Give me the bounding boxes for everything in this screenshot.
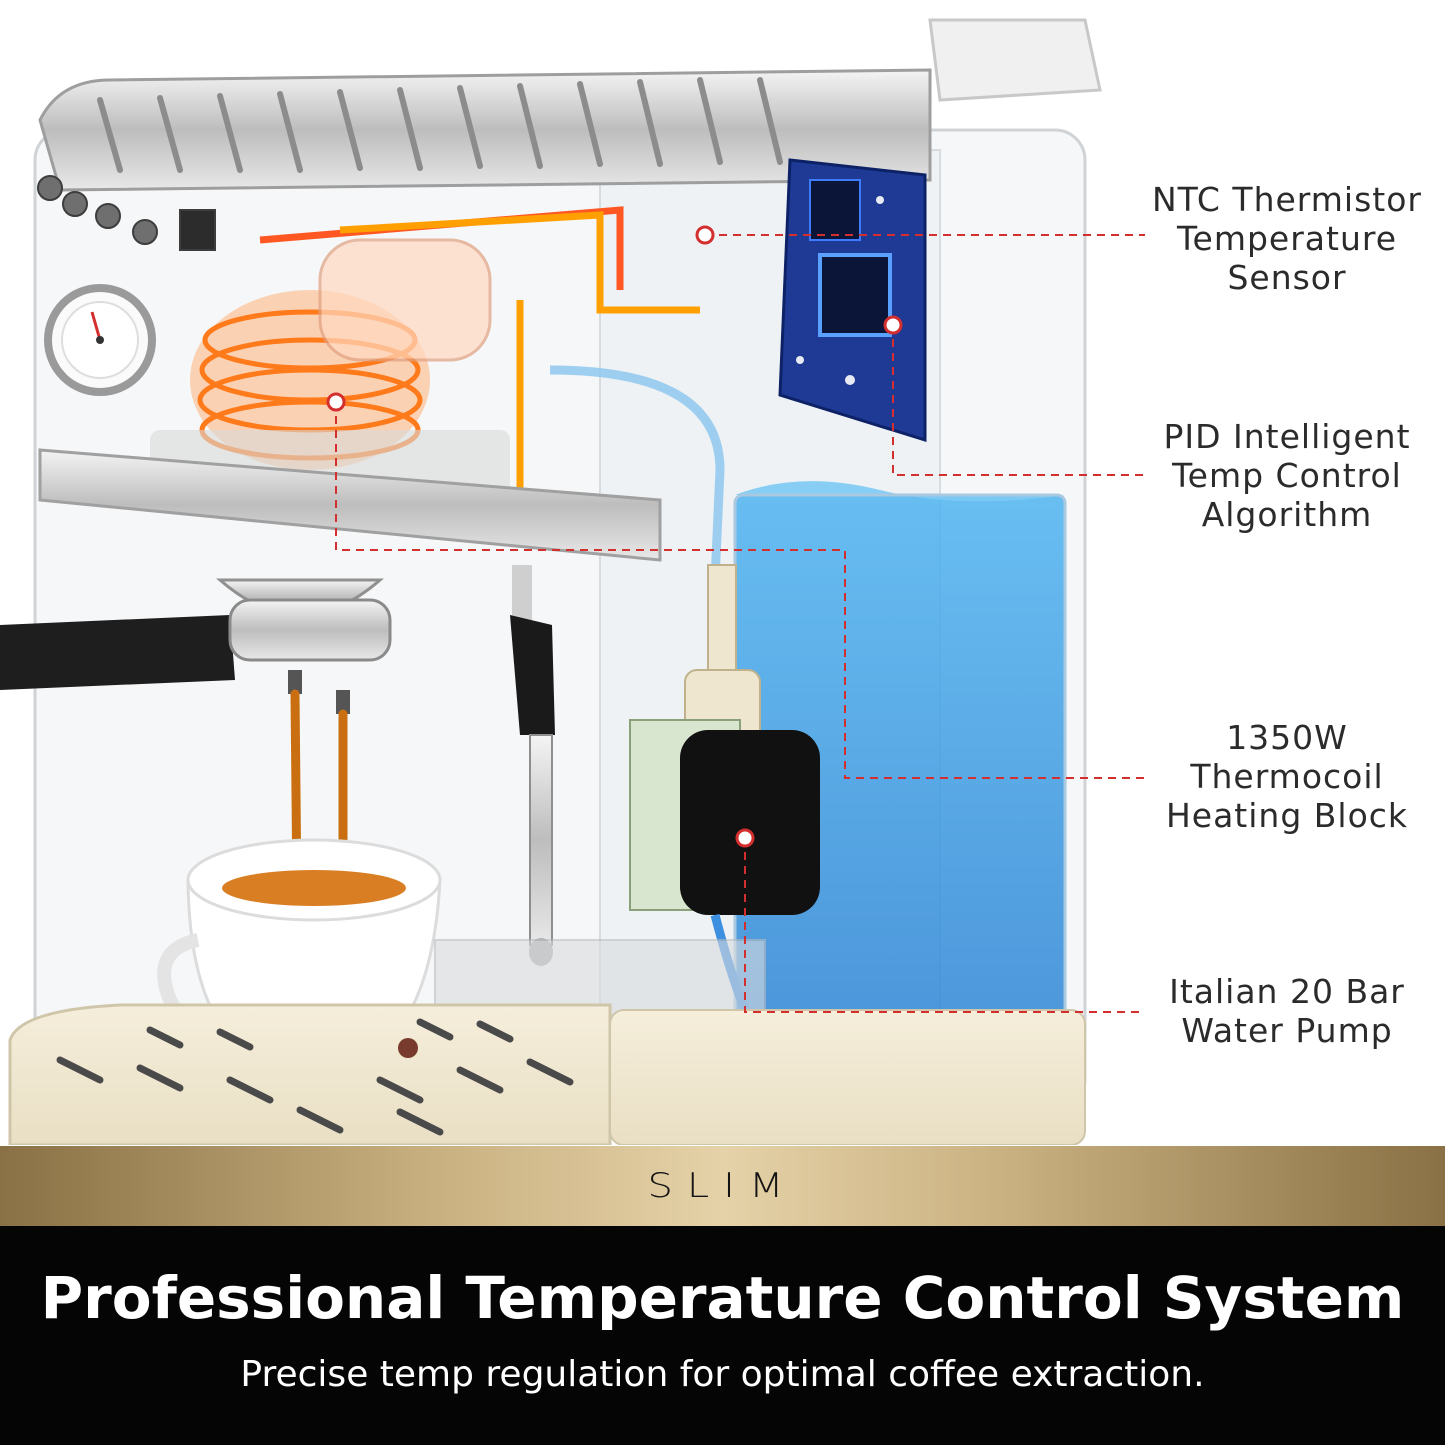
- footer-band: Professional Temperature Control System …: [0, 1226, 1445, 1445]
- slim-logo: SLIM: [647, 1166, 798, 1206]
- cup-warmer-tray: [38, 18, 1102, 192]
- grouphead: [38, 448, 662, 617]
- brand-band: SLIM: [0, 1146, 1445, 1226]
- callout-markers: [326, 225, 903, 848]
- control-buttons: [37, 175, 216, 251]
- pid-control-board: [778, 158, 927, 443]
- callout-leader-lines: [335, 234, 1145, 1013]
- headline: Professional Temperature Control System: [40, 1264, 1405, 1332]
- drip-tray: [8, 939, 1086, 1145]
- water-tube: [549, 365, 725, 581]
- pressure-gauge: [44, 284, 156, 396]
- callout-heating-block: 1350W Thermocoil Heating Block: [1165, 718, 1409, 835]
- espresso-machine-cutaway: [0, 18, 1145, 1145]
- callout-water-pump: Italian 20 Bar Water Pump: [1169, 972, 1405, 1050]
- callout-pid-algorithm: PID Intelligent Temp Control Algorithm: [1163, 417, 1411, 534]
- subheadline: Precise temp regulation for optimal coff…: [240, 1354, 1205, 1395]
- callout-ntc-thermistor: NTC Thermistor Temperature Sensor: [1151, 180, 1422, 297]
- portafilter: [0, 598, 392, 714]
- water-pump: [629, 564, 820, 1045]
